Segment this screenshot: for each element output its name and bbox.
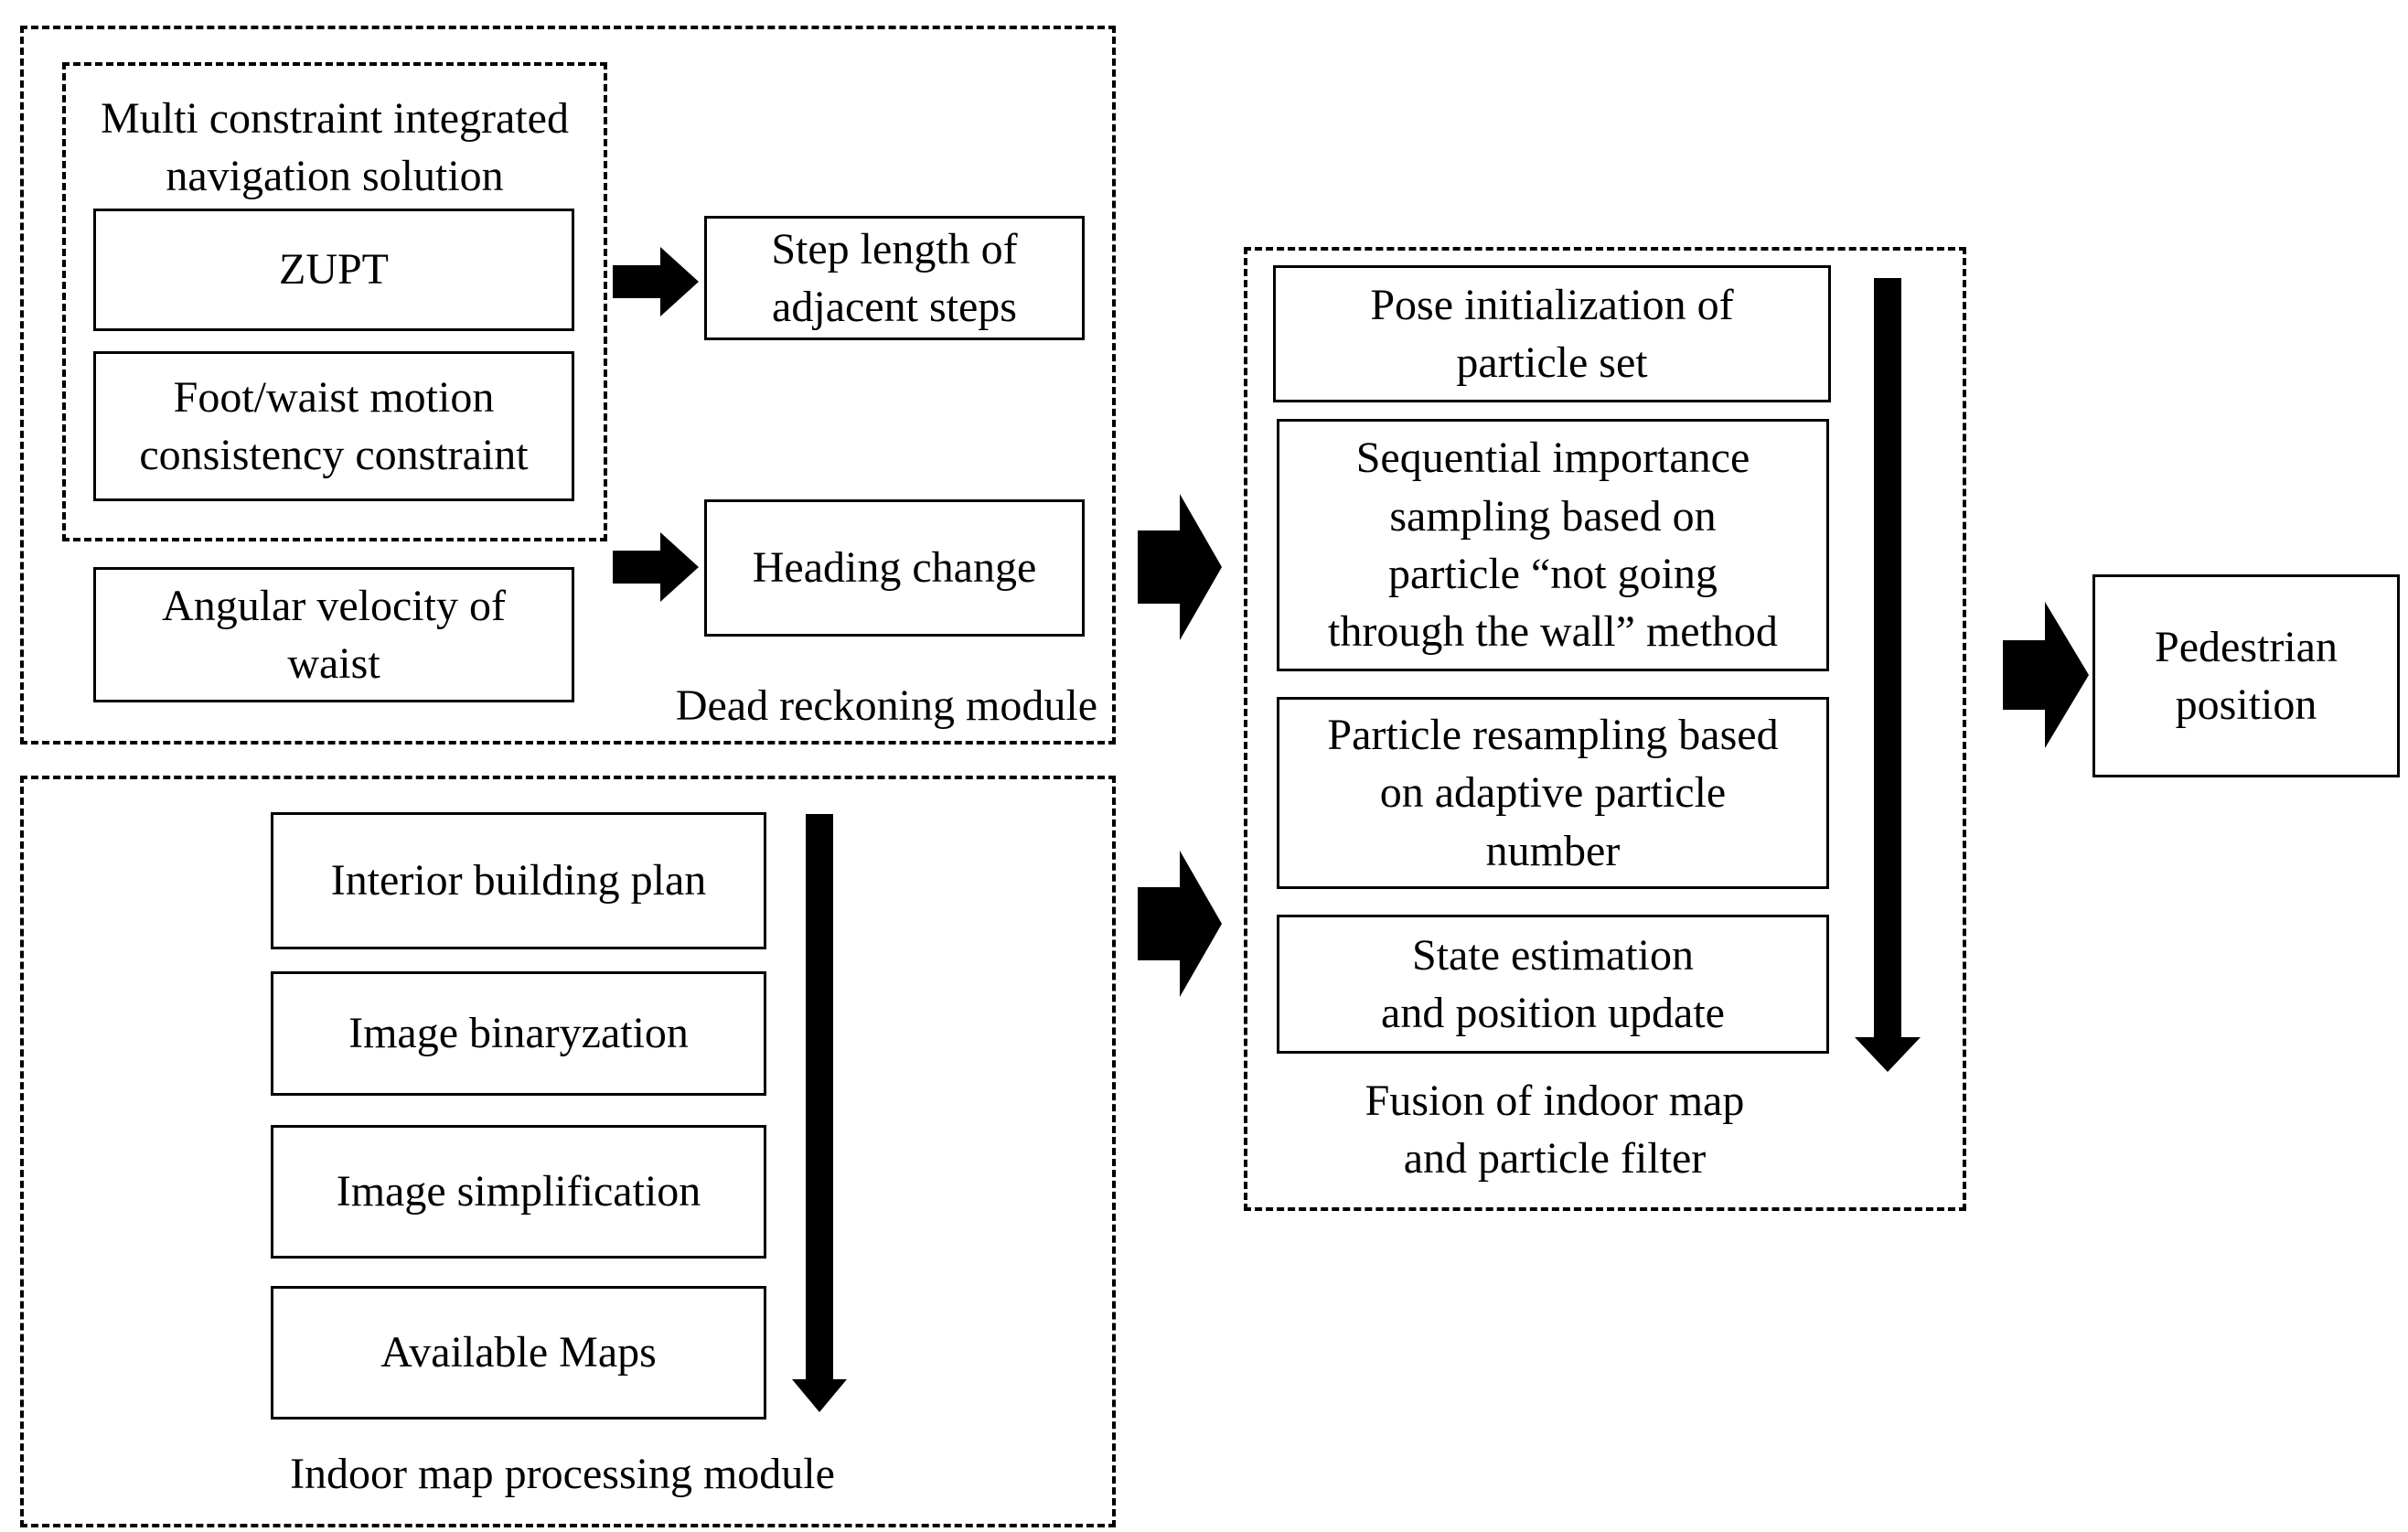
indoor-map-title: Indoor map processing module xyxy=(290,1450,835,1498)
step-length-box: Step length of adjacent steps xyxy=(704,216,1085,340)
arrow-right-icon xyxy=(2003,602,2089,748)
integrated-navigation-title: Multi constraint integrated navigation s… xyxy=(101,94,569,201)
fusion-module xyxy=(1244,247,1966,1211)
fusion-step-box: Sequential importance sampling based on … xyxy=(1277,419,1829,671)
arrow-down-icon xyxy=(792,814,847,1412)
map-step-box: Image simplification xyxy=(271,1125,766,1259)
foot-waist-constraint-box: Foot/waist motion consistency constraint xyxy=(93,351,574,501)
fusion-step-box: Particle resampling based on adaptive pa… xyxy=(1277,697,1829,889)
dead-reckoning-title: Dead reckoning module xyxy=(675,681,1097,730)
arrow-right-icon xyxy=(613,247,699,316)
map-step-box: Image binaryzation xyxy=(271,971,766,1096)
map-step-box: Interior building plan xyxy=(271,812,766,949)
indoor-map-module xyxy=(20,776,1116,1527)
arrow-right-icon xyxy=(1138,851,1222,997)
pedestrian-position-box: Pedestrian position xyxy=(2092,574,2400,777)
fusion-step-box: State estimation and position update xyxy=(1277,915,1829,1054)
dead-reckoning-module xyxy=(20,26,1116,745)
arrow-right-icon xyxy=(1138,494,1222,640)
arrow-down-icon xyxy=(1855,278,1921,1072)
angular-velocity-box: Angular velocity of waist xyxy=(93,567,574,702)
heading-change-box: Heading change xyxy=(704,499,1085,637)
arrow-right-icon xyxy=(613,532,699,602)
zupt-box: ZUPT xyxy=(93,209,574,331)
integrated-navigation-group xyxy=(62,62,607,541)
fusion-title: Fusion of indoor map and particle filter xyxy=(1365,1077,1745,1184)
map-step-box: Available Maps xyxy=(271,1286,766,1420)
fusion-step-box: Pose initialization of particle set xyxy=(1273,265,1831,402)
